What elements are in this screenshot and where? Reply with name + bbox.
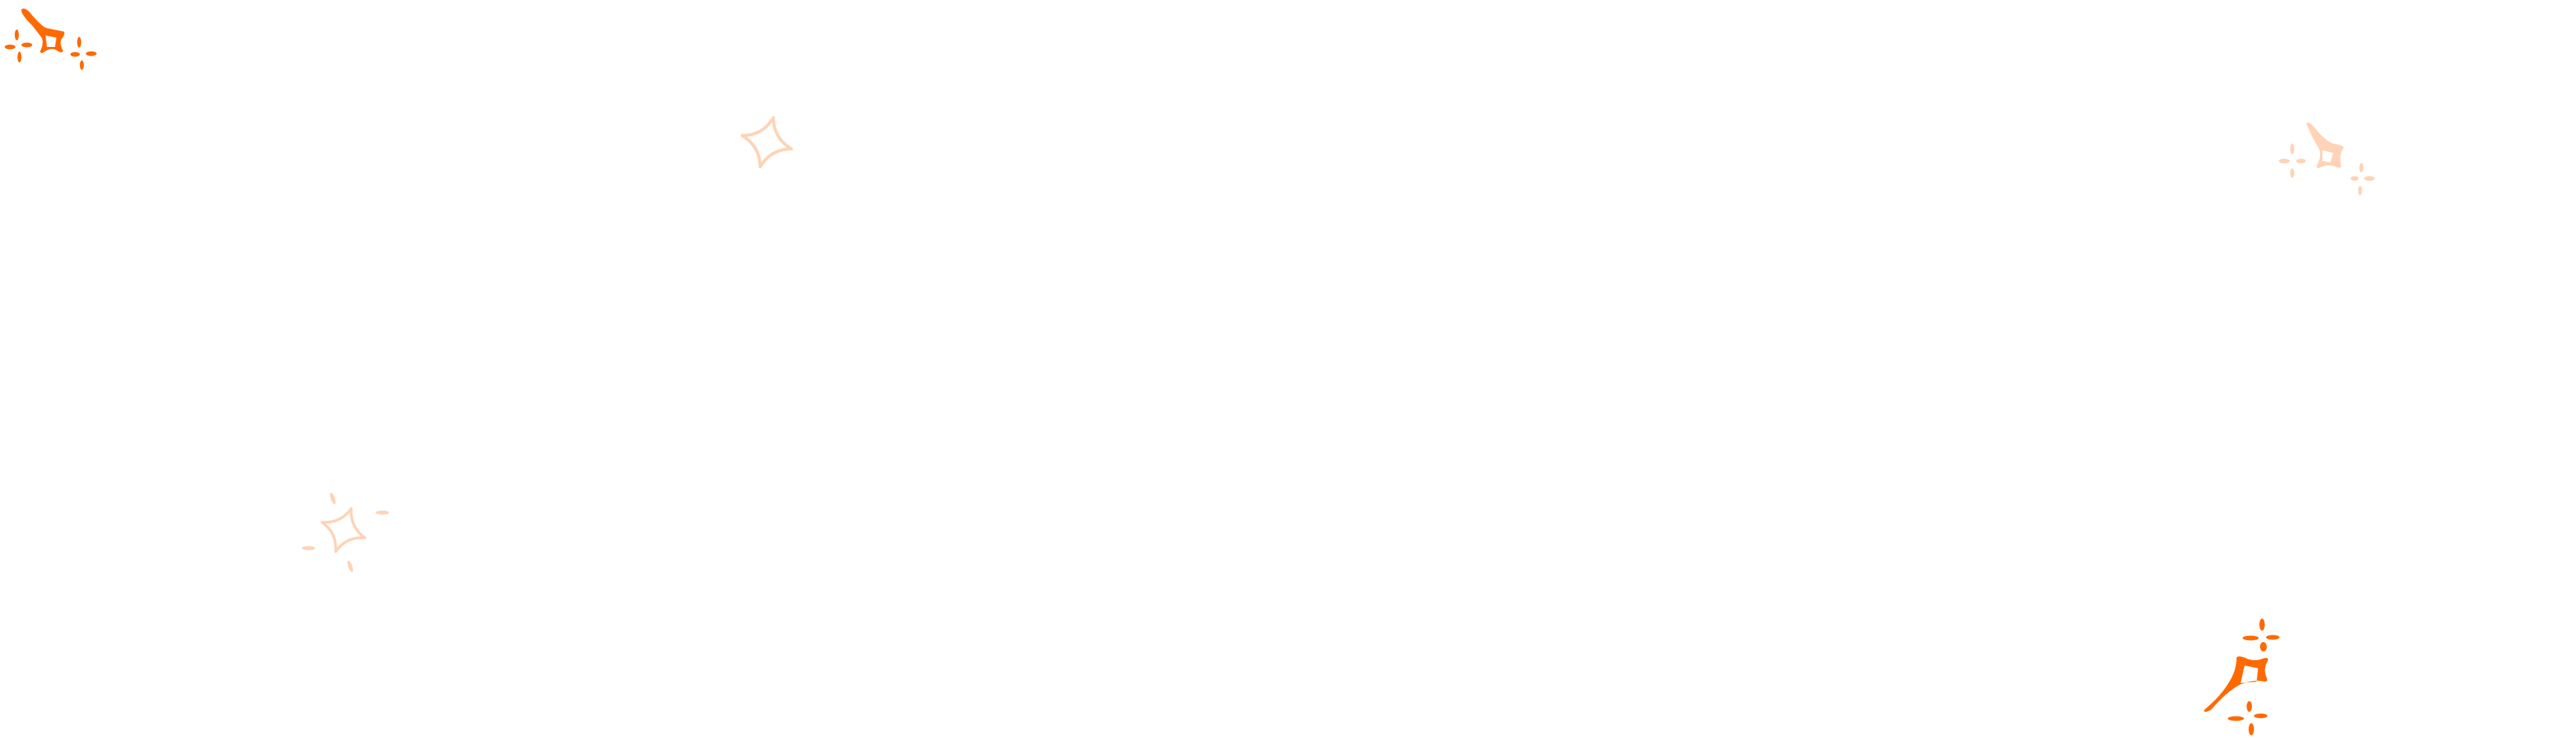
sparkle-icon (2204, 619, 2279, 735)
sparkle-icon (735, 111, 798, 173)
sparkle-icon (5, 8, 97, 70)
sparkle-icon (2279, 122, 2375, 195)
sparkle-icon (302, 492, 389, 572)
